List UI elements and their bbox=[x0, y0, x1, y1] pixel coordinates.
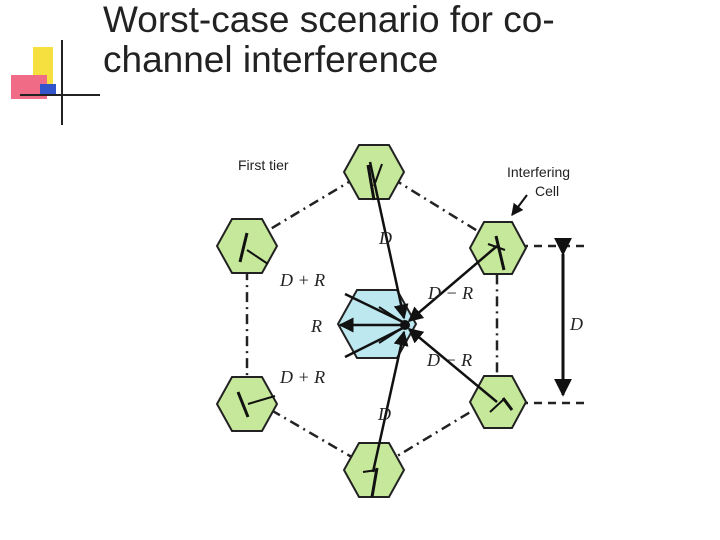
slide-corner-decoration bbox=[11, 40, 100, 125]
radius-label: R bbox=[310, 316, 322, 336]
interfering-cell-label-line-2: Cell bbox=[535, 183, 559, 199]
antenna-upper-left-branch bbox=[246, 249, 269, 265]
slide-title-line-2: channel interference bbox=[103, 39, 439, 80]
antenna-upper-left bbox=[238, 232, 249, 263]
distance-label-lower-left: D + R bbox=[279, 367, 325, 387]
interfering-cell-pointer bbox=[511, 194, 528, 216]
base-station-antennas bbox=[236, 163, 514, 498]
slide-title: Worst-case scenario for co- channel inte… bbox=[103, 0, 703, 80]
path-bottom-to-mobile bbox=[371, 330, 409, 473]
first-tier-label: First tier bbox=[238, 157, 289, 173]
path-upper-right-to-mobile bbox=[407, 245, 498, 322]
antenna-bottom bbox=[370, 467, 379, 498]
antenna-lower-right bbox=[501, 397, 514, 411]
interfering-cell-upper-left bbox=[215, 218, 279, 274]
antenna-upper-right-branch bbox=[487, 243, 506, 251]
slide-title-line-1: Worst-case scenario for co- bbox=[103, 0, 555, 40]
deco-blue-square bbox=[40, 84, 56, 96]
distance-label-top: D bbox=[378, 228, 392, 248]
path-top-to-mobile bbox=[368, 161, 409, 320]
antenna-lower-left-branch bbox=[247, 395, 276, 405]
antenna-lower-right-branch bbox=[489, 399, 504, 413]
interference-paths bbox=[338, 161, 498, 473]
interfering-cell-top bbox=[342, 144, 406, 200]
interfering-cell-lower-right bbox=[468, 375, 528, 429]
distance-label-upper-left: D + R bbox=[279, 270, 325, 290]
path-lower-right-to-mobile bbox=[407, 328, 498, 403]
distance-label-bottom: D bbox=[377, 404, 391, 424]
antenna-upper-right bbox=[494, 235, 506, 271]
interfering-cell-lower-left bbox=[215, 376, 279, 432]
distance-label-lower-right: D − R bbox=[426, 350, 472, 370]
mobile-unit bbox=[400, 320, 410, 330]
antenna-bottom-branch bbox=[362, 469, 378, 473]
cells-group bbox=[215, 144, 528, 498]
antenna-top bbox=[366, 164, 376, 201]
distance-label-upper-right: D − R bbox=[427, 283, 473, 303]
antenna-lower-left bbox=[236, 391, 250, 418]
dimension-label-d: D bbox=[569, 314, 583, 334]
antenna-top-branch bbox=[373, 163, 383, 187]
interfering-cell-label-line-1: Interfering bbox=[507, 164, 570, 180]
